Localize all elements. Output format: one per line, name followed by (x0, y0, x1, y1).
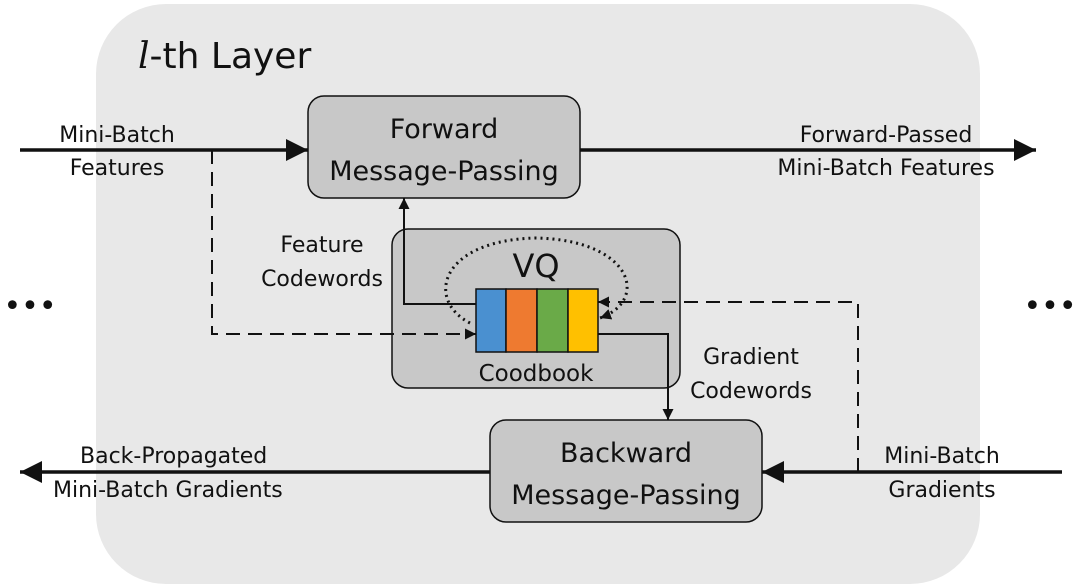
left-ellipsis: ••• (3, 289, 56, 324)
gradient-codewords-line1: Gradient (703, 345, 799, 370)
gradient-codewords-line2: Codewords (690, 379, 812, 404)
codebook-vectors (475, 288, 599, 353)
codeword-yellow (567, 288, 599, 353)
input-features-line2: Features (70, 156, 165, 181)
output-gradients-line2: Mini-Batch Gradients (53, 478, 283, 503)
forward-box-line1: Forward (390, 114, 499, 145)
layer-index-symbol: l (138, 36, 150, 77)
features-to-codebook-dashed (211, 150, 476, 340)
vq-title: VQ (512, 247, 559, 285)
codebook-caption: Coodbook (479, 361, 595, 387)
output-features-label: Forward-Passed Mini-Batch Features (777, 123, 994, 181)
input-features-label: Mini-Batch Features (59, 123, 175, 181)
vq-update-loop (444, 236, 629, 325)
input-gradients-label: Mini-Batch Gradients (884, 444, 1000, 503)
output-features-line1: Forward-Passed (800, 123, 973, 148)
codeword-green (536, 288, 569, 353)
input-features-line1: Mini-Batch (59, 123, 175, 148)
gradient-codewords-arrow (598, 333, 674, 420)
output-gradients-line1: Back-Propagated (80, 444, 267, 469)
right-ellipsis: ••• (1023, 289, 1076, 324)
input-gradients-line2: Gradients (888, 478, 995, 503)
output-features-line2: Mini-Batch Features (777, 156, 994, 181)
forward-message-passing-box: Forward Message-Passing (307, 95, 581, 199)
codeword-orange (505, 288, 538, 353)
backward-box-line2: Message-Passing (511, 480, 741, 511)
layer-title: l-th Layer (138, 36, 311, 77)
gradients-to-codebook-dashed (598, 296, 859, 472)
backward-box-line1: Backward (560, 438, 692, 469)
layer-title-text: -th Layer (150, 36, 312, 77)
forward-box-line2: Message-Passing (329, 156, 559, 187)
input-gradients-line1: Mini-Batch (884, 444, 1000, 469)
feature-codewords-label: Feature Codewords (261, 233, 383, 292)
feature-codewords-line2: Codewords (261, 267, 383, 292)
feature-codewords-line1: Feature (280, 233, 363, 258)
backward-message-passing-box: Backward Message-Passing (489, 419, 763, 523)
output-gradients-label: Back-Propagated Mini-Batch Gradients (53, 444, 283, 503)
gradient-codewords-label: Gradient Codewords (690, 345, 812, 404)
feature-codewords-arrow (398, 198, 476, 305)
codeword-blue (475, 288, 507, 353)
